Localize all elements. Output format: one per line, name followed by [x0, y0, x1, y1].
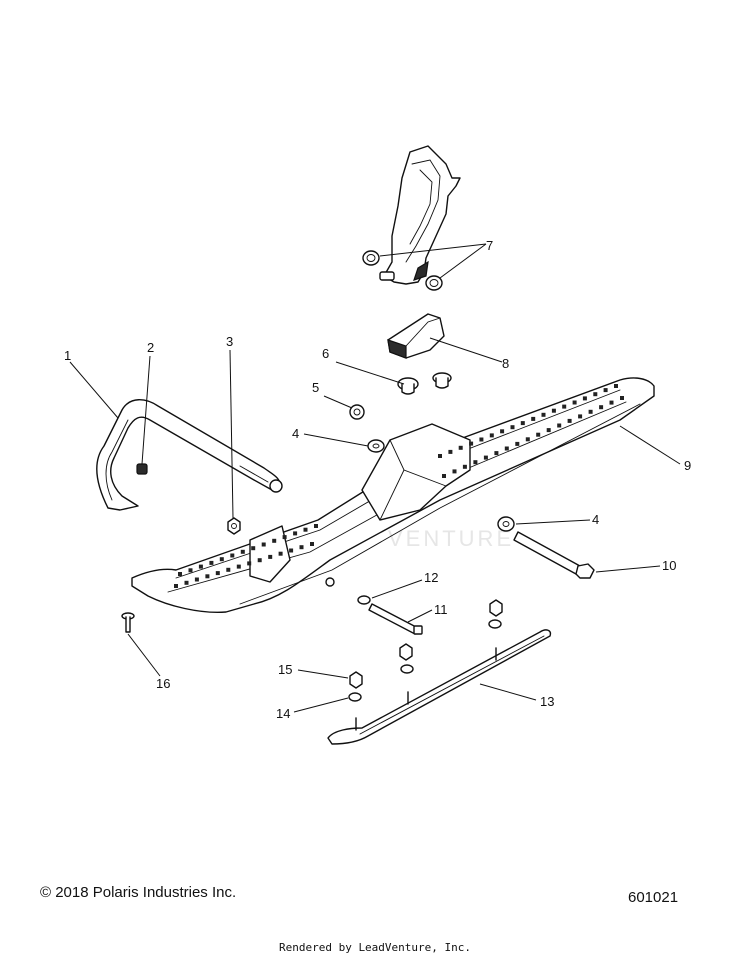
- callout-16: 16: [156, 676, 170, 691]
- plug-part: [136, 463, 148, 475]
- callout-13: 13: [540, 694, 554, 709]
- bushing-part: [349, 404, 365, 420]
- ski-traction-studs: [174, 384, 624, 588]
- callout-14: 14: [276, 706, 290, 721]
- callout-4: 4: [292, 426, 299, 441]
- leader-lines: [69, 243, 681, 713]
- callout-6: 6: [322, 346, 329, 361]
- callout-4b: 4: [592, 512, 599, 527]
- render-credit: Rendered by LeadVenture, Inc.: [278, 941, 472, 954]
- callout-5: 5: [312, 380, 319, 395]
- callout-3: 3: [226, 334, 233, 349]
- ski-body-part: [131, 377, 655, 614]
- carbide-bolt-part: [357, 595, 423, 635]
- washer-part: [367, 439, 515, 532]
- ski-bolt-part: [513, 531, 595, 579]
- figure-number: 601021: [628, 889, 679, 906]
- copyright-text: © 2018 Polaris Industries Inc.: [40, 884, 237, 901]
- callout-10: 10: [662, 558, 676, 573]
- ski-loop-handle-part: [96, 399, 283, 511]
- callout-15: 15: [278, 662, 292, 677]
- carbide-nut-part: [349, 599, 503, 689]
- callout-2: 2: [147, 340, 154, 355]
- watermark-text: VENTURE: [388, 526, 514, 551]
- callout-9: 9: [684, 458, 691, 473]
- rivet-part: [121, 612, 135, 633]
- wedge-block-part: [387, 313, 445, 359]
- carbide-washer-part: [348, 619, 502, 702]
- callout-1: 1: [64, 348, 71, 363]
- callout-8: 8: [502, 356, 509, 371]
- callout-12: 12: [424, 570, 438, 585]
- callout-11: 11: [434, 602, 448, 617]
- carbide-runner-part: [327, 629, 552, 745]
- spindle-bracket-part: [362, 145, 461, 291]
- flanged-bushing-part: [397, 372, 452, 395]
- callout-labels: 1 2 3 4 5 6 7 8 9 4 10 12 11 16 15 14 13: [64, 238, 691, 721]
- callout-7: 7: [486, 238, 493, 253]
- lock-nut-part: [227, 517, 241, 535]
